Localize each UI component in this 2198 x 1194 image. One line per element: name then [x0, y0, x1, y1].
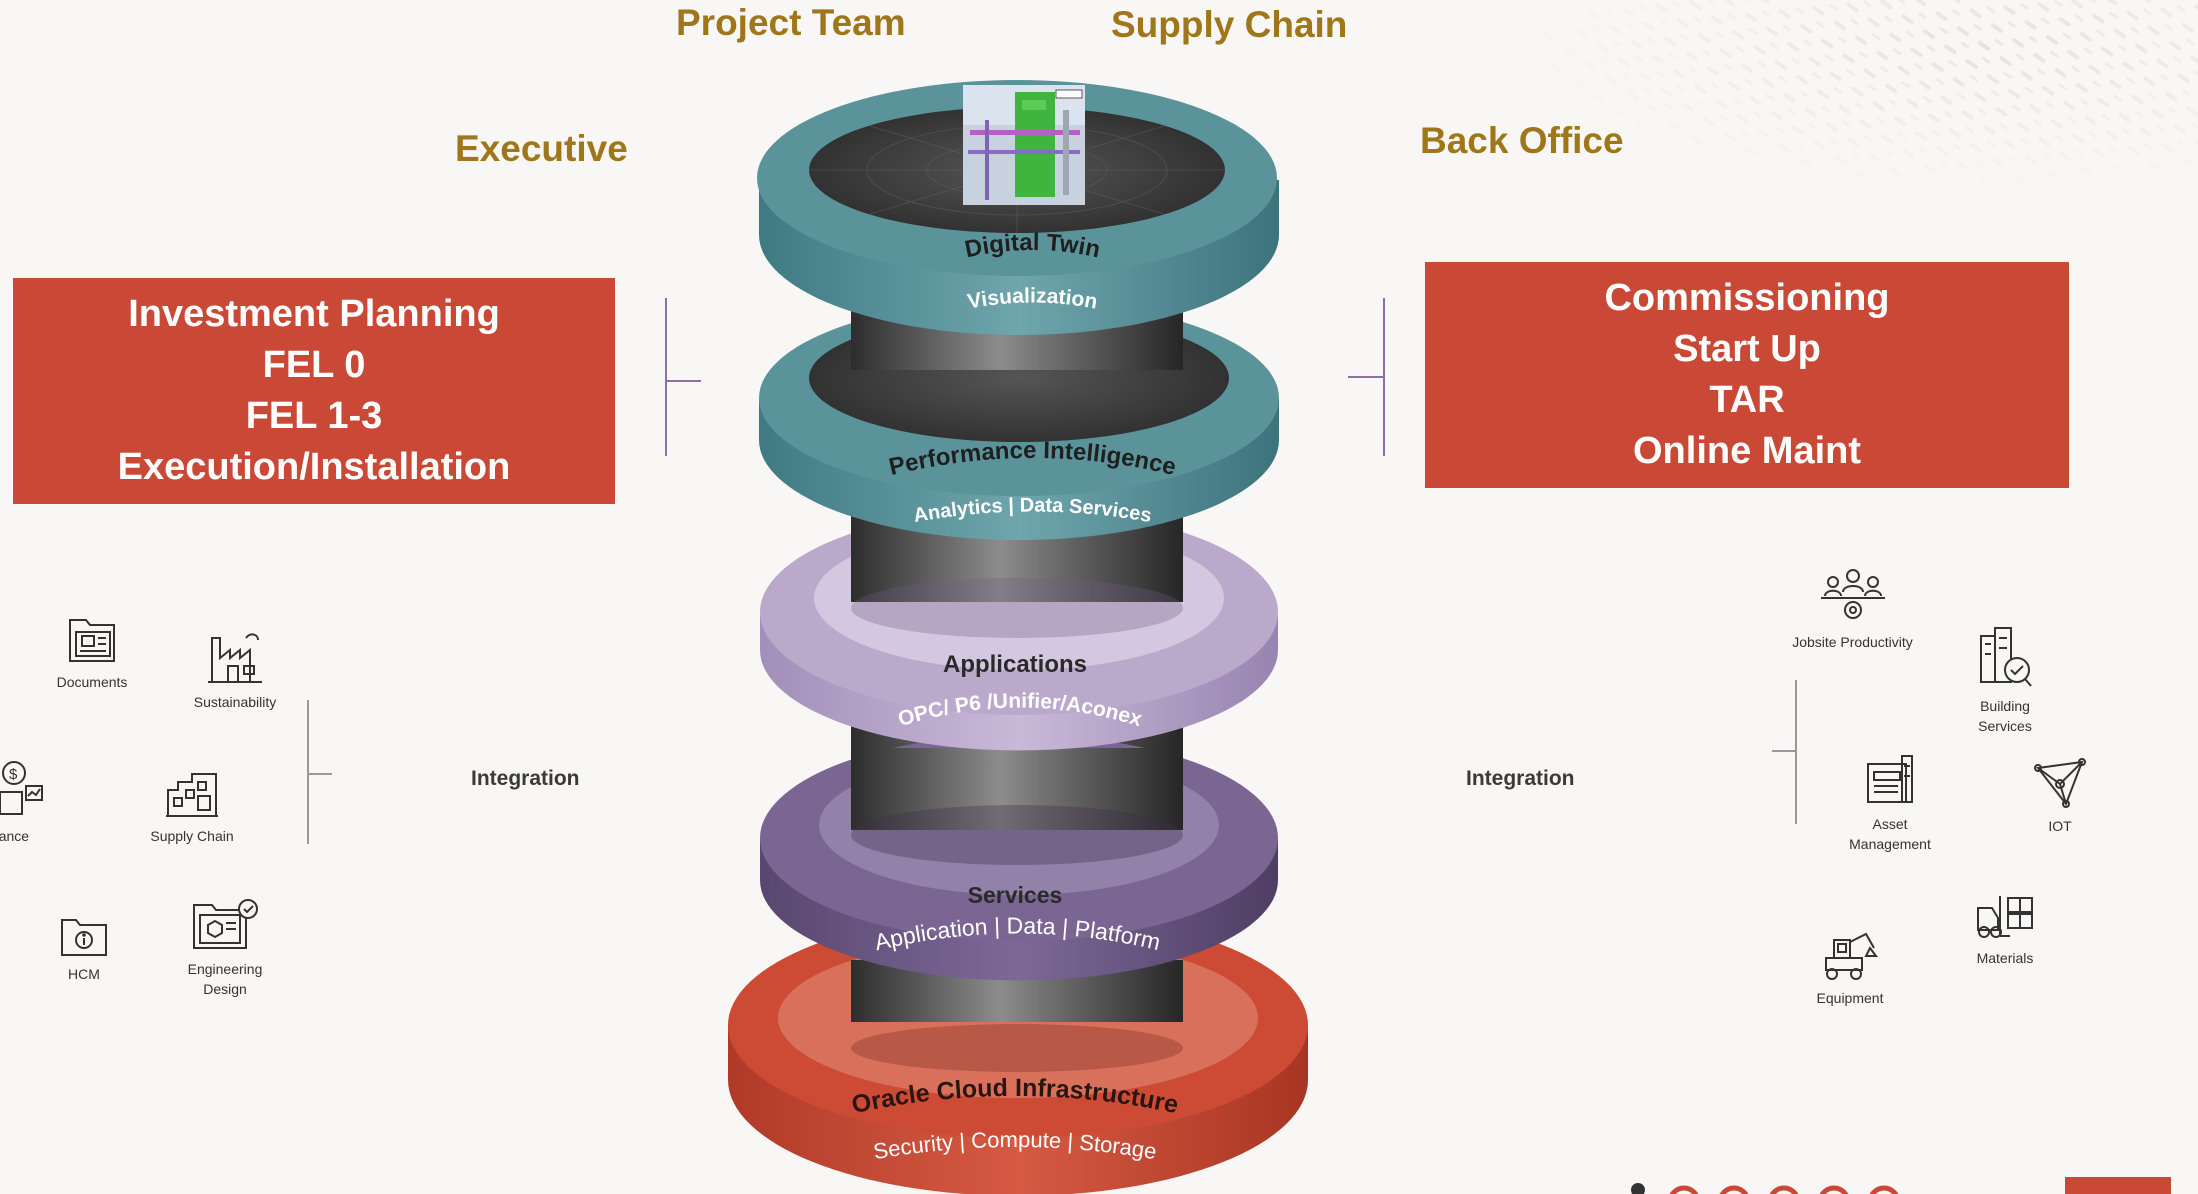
integration-item-sustainability: Sustainability — [185, 630, 285, 712]
integration-item-iot: IOT — [2020, 758, 2100, 836]
integration-item-materials: Materials — [1960, 890, 2050, 968]
layer-digital-twin — [757, 80, 1279, 335]
left-integration-tick — [307, 773, 332, 775]
integration-item-label: IOT — [2048, 818, 2072, 834]
iot-icon — [2034, 758, 2086, 808]
right-integration-bracket — [1795, 680, 1797, 824]
role-back-office: Back Office — [1420, 120, 1624, 161]
right-box-line: Start Up — [1673, 328, 1821, 370]
left-bracket-tick — [665, 380, 701, 382]
integration-item-label: Documents — [56, 674, 128, 690]
role-project-team: Project Team — [676, 2, 906, 43]
layer-4-title: Services — [968, 882, 1063, 908]
integration-item-documents: Documents — [52, 614, 132, 692]
integration-item-label: Equipment — [1816, 990, 1884, 1006]
left-box-line: Investment Planning — [128, 293, 500, 335]
integration-item-label: Engineering Design — [187, 961, 263, 997]
left-integration-bracket — [307, 700, 309, 844]
jobsite-productivity-icon — [1820, 569, 1885, 619]
integration-item-jobsite-productivity: Jobsite Productivity — [1780, 566, 1925, 652]
integration-item-label: Jobsite Productivity — [1792, 634, 1913, 650]
layer-3-title: Applications — [943, 651, 1087, 678]
svg-text:$: $ — [9, 766, 18, 783]
right-bracket-tick — [1348, 376, 1384, 378]
integration-item-asset-management: Asset Management — [1830, 752, 1950, 854]
documents-icon — [69, 619, 115, 662]
commissioning-box: Commissioning Start Up TAR Online Maint — [1425, 262, 2069, 488]
integration-item-supply-chain: Supply Chain — [142, 770, 242, 846]
hcm-icon — [61, 919, 107, 956]
integration-item-engineering-design: Engineering Design — [170, 897, 280, 999]
right-integration-tick — [1772, 750, 1796, 752]
integration-item-finance: $ nance — [0, 758, 50, 846]
corner-red-block — [2065, 1177, 2171, 1194]
left-integration-label: Integration — [471, 767, 580, 790]
brand-logo-fragment — [1600, 1176, 1960, 1194]
integration-item-label: Sustainability — [193, 694, 277, 710]
integration-item-label: nance — [0, 828, 30, 844]
investment-planning-box: Investment Planning FEL 0 FEL 1-3 Execut… — [13, 278, 615, 504]
right-box-line: Online Maint — [1633, 430, 1861, 472]
integration-item-building-services: Building Services — [1965, 626, 2045, 736]
integration-item-label: Materials — [1976, 950, 2034, 966]
digital-twin-image — [963, 85, 1085, 205]
left-box-line: Execution/Installation — [117, 446, 511, 488]
sustainability-icon — [208, 633, 262, 683]
left-box-line: FEL 0 — [262, 344, 366, 386]
role-supply-chain: Supply Chain — [1111, 4, 1348, 45]
layer-services — [760, 735, 1278, 981]
right-box-line: Commissioning — [1604, 277, 1890, 319]
building-services-icon — [1980, 627, 2032, 687]
integration-item-hcm: HCM — [44, 914, 124, 984]
right-box-line: TAR — [1709, 379, 1785, 421]
integration-item-equipment: Equipment — [1805, 928, 1895, 1008]
role-executive: Executive — [455, 128, 628, 169]
integration-item-label: Asset Management — [1849, 816, 1931, 852]
left-bracket — [665, 298, 667, 456]
left-box-line: FEL 1-3 — [245, 395, 383, 437]
background-texture — [1500, 0, 2198, 220]
finance-icon: $ — [0, 761, 43, 815]
layer-oracle-cloud — [728, 912, 1308, 1194]
asset-management-icon — [1867, 755, 1913, 803]
engineering-design-icon — [193, 899, 258, 949]
equipment-icon — [1825, 932, 1878, 980]
integration-item-label: HCM — [68, 966, 100, 982]
layer-applications — [760, 509, 1278, 751]
right-integration-label: Integration — [1466, 767, 1575, 790]
integration-item-label: Supply Chain — [150, 828, 234, 844]
supply-chain-icon — [166, 773, 218, 817]
integration-item-label: Building Services — [1978, 698, 2032, 734]
materials-icon — [1977, 896, 2033, 938]
